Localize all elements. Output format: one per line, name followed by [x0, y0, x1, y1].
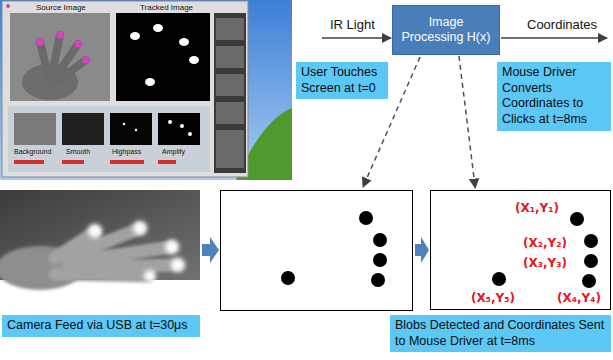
node-text: Blobs Detected and Coordinates Sent to M…	[395, 318, 606, 349]
finger	[68, 265, 176, 268]
finger	[55, 274, 148, 276]
blob	[135, 129, 137, 131]
sidebar-item	[216, 18, 244, 40]
app-window	[2, 1, 248, 177]
node-text: User Touches Screen at t=0	[301, 65, 383, 96]
slider	[62, 160, 84, 164]
coordinate-label: (X₁,Y₁)	[515, 201, 559, 215]
thumbnail-blobs	[123, 120, 192, 136]
dashed-connector	[459, 56, 475, 188]
filter-label: Background	[14, 148, 51, 156]
blob-dot	[492, 272, 506, 286]
slider	[14, 160, 44, 164]
filter-label: Amplify	[162, 148, 185, 156]
filter-panel	[8, 106, 210, 172]
blob	[179, 38, 189, 46]
window-icon	[6, 4, 10, 8]
tracked-blobs	[130, 24, 199, 86]
node-text: Image Processing H(x)	[396, 15, 496, 45]
blob-dot	[371, 273, 385, 287]
fingertip-glow	[144, 270, 156, 282]
filter-label: Highpass	[112, 148, 141, 156]
slider	[158, 160, 176, 164]
blob-dot	[373, 253, 387, 267]
tracked-image-panel	[116, 13, 210, 101]
blob-dot	[582, 274, 596, 288]
fingertip-glow	[165, 240, 179, 254]
node-text: Camera Feed via USB at t=30μs	[7, 318, 195, 334]
coordinate-label: (X₅,Y₅)	[471, 291, 515, 305]
blob-dot	[359, 211, 373, 225]
callout-box: Mouse Driver Converts Coordinates to Cli…	[497, 62, 611, 131]
blob-image	[221, 191, 413, 311]
source-image-panel	[10, 13, 110, 101]
signal-arrow	[322, 37, 391, 39]
blob-dots	[281, 211, 387, 287]
fingertip-glow	[88, 224, 102, 238]
blob-dot	[584, 254, 598, 268]
filter-thumbnail	[14, 113, 56, 145]
block-arrow	[202, 237, 219, 263]
marker-dot	[83, 57, 90, 64]
node-text: Mouse Driver Converts Coordinates to Cli…	[502, 65, 606, 128]
tracked-markers	[37, 32, 90, 64]
signal-arrow	[501, 37, 607, 39]
panel-label: Tracked Image	[140, 4, 193, 13]
fingertip-glows	[88, 221, 185, 282]
coordinate-label: (X₃,Y₃)	[523, 256, 567, 270]
coordinate-label: (X₂,Y₂)	[523, 236, 567, 250]
blob	[189, 56, 199, 64]
callout-box: Camera Feed via USB at t=30μs	[2, 315, 200, 337]
blob-dot	[281, 271, 295, 285]
blob	[123, 123, 125, 125]
fingertip-glow	[133, 221, 147, 235]
finger	[40, 42, 48, 75]
callout-box: Blobs Detected and Coordinates Sent to M…	[390, 315, 611, 352]
slider	[110, 160, 144, 164]
filter-thumbnail	[62, 113, 104, 145]
panel-label: Source Image	[36, 4, 86, 13]
coordinate-label: (X₄,Y₄)	[557, 291, 601, 305]
sidebar-item	[216, 102, 244, 124]
blob	[145, 78, 155, 86]
filter-thumbnail	[110, 113, 152, 145]
blob-dot	[570, 212, 584, 226]
filter-label: Smooth	[66, 148, 90, 156]
signal-label: IR Light	[330, 18, 375, 32]
blob-frame: (X₁,Y₁) (X₂,Y₂) (X₃,Y₃) (X₅,Y₅) (X₄,Y₄)	[430, 190, 611, 310]
filter-sliders	[14, 160, 176, 164]
sidebar-items	[216, 18, 244, 168]
marker-dot	[37, 39, 44, 46]
marker-dot	[57, 32, 64, 39]
callout-box: User Touches Screen at t=0	[296, 62, 388, 99]
settings-sidebar	[214, 13, 246, 173]
finger	[58, 60, 86, 80]
process-box: Image Processing H(x)	[392, 5, 500, 55]
desktop-background	[0, 0, 292, 180]
blob-dot	[373, 233, 387, 247]
blob	[130, 32, 140, 40]
signal-label: Coordinates	[527, 18, 597, 32]
marker-dot	[75, 41, 82, 48]
blob	[180, 124, 184, 128]
blob	[153, 24, 163, 32]
sidebar-item	[216, 130, 244, 168]
blob-dot	[584, 234, 598, 248]
photo-fingers	[55, 229, 176, 276]
fingertip-glow	[171, 258, 185, 272]
block-arrow	[415, 237, 429, 263]
sidebar-item	[216, 46, 244, 68]
sidebar-item	[216, 74, 244, 96]
hand-fingers	[40, 35, 86, 80]
blob	[168, 120, 172, 124]
blob	[188, 132, 192, 136]
filter-thumbnail	[158, 113, 200, 145]
